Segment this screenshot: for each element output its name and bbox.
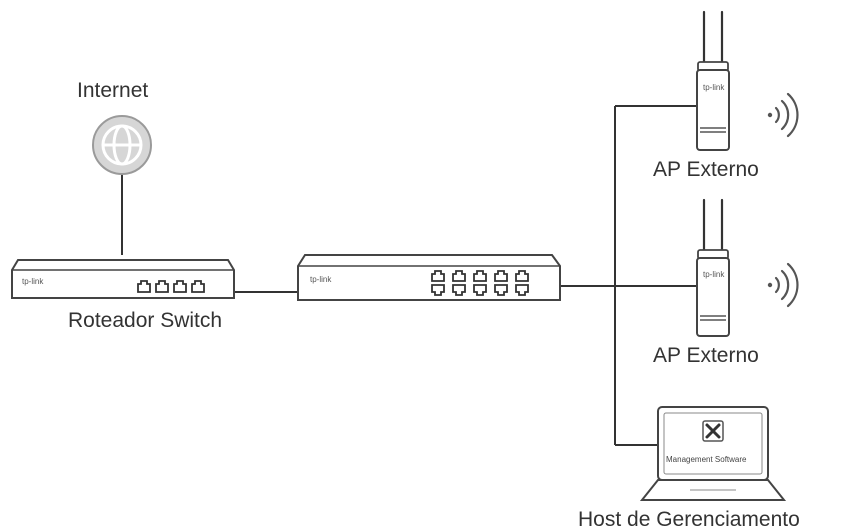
ap-top-device: tp-link AP Externo <box>653 10 799 181</box>
router-ports <box>137 280 205 293</box>
wifi-signal-icon <box>767 92 799 138</box>
router-label: Roteador Switch <box>68 309 222 332</box>
router-brand-logo: tp-link <box>22 277 44 286</box>
connection-lines <box>121 105 697 446</box>
ap-bottom-device: tp-link AP Externo <box>653 198 799 367</box>
globe-icon <box>92 115 152 175</box>
switch-device: tp-link <box>297 254 561 301</box>
ap-top-antennas <box>702 10 724 66</box>
switch-ports <box>431 270 529 296</box>
switch-brand-logo: tp-link <box>310 275 332 284</box>
ap-bottom-antennas <box>702 198 724 254</box>
host-label: Host de Gerenciamento <box>578 508 800 531</box>
host-laptop: Management Software Host de Gerenciament… <box>578 406 800 531</box>
ap-bottom-brand-logo: tp-link <box>703 270 725 279</box>
wifi-signal-icon <box>767 262 799 308</box>
management-software-text: Management Software <box>666 455 747 464</box>
ap-bottom-label: AP Externo <box>653 344 759 367</box>
ap-top-label: AP Externo <box>653 158 759 181</box>
router-device: tp-link Roteador Switch <box>11 259 235 332</box>
tools-icon <box>702 420 724 442</box>
internet-node: Internet <box>77 79 152 175</box>
ap-top-brand-logo: tp-link <box>703 83 725 92</box>
internet-label: Internet <box>77 79 148 102</box>
